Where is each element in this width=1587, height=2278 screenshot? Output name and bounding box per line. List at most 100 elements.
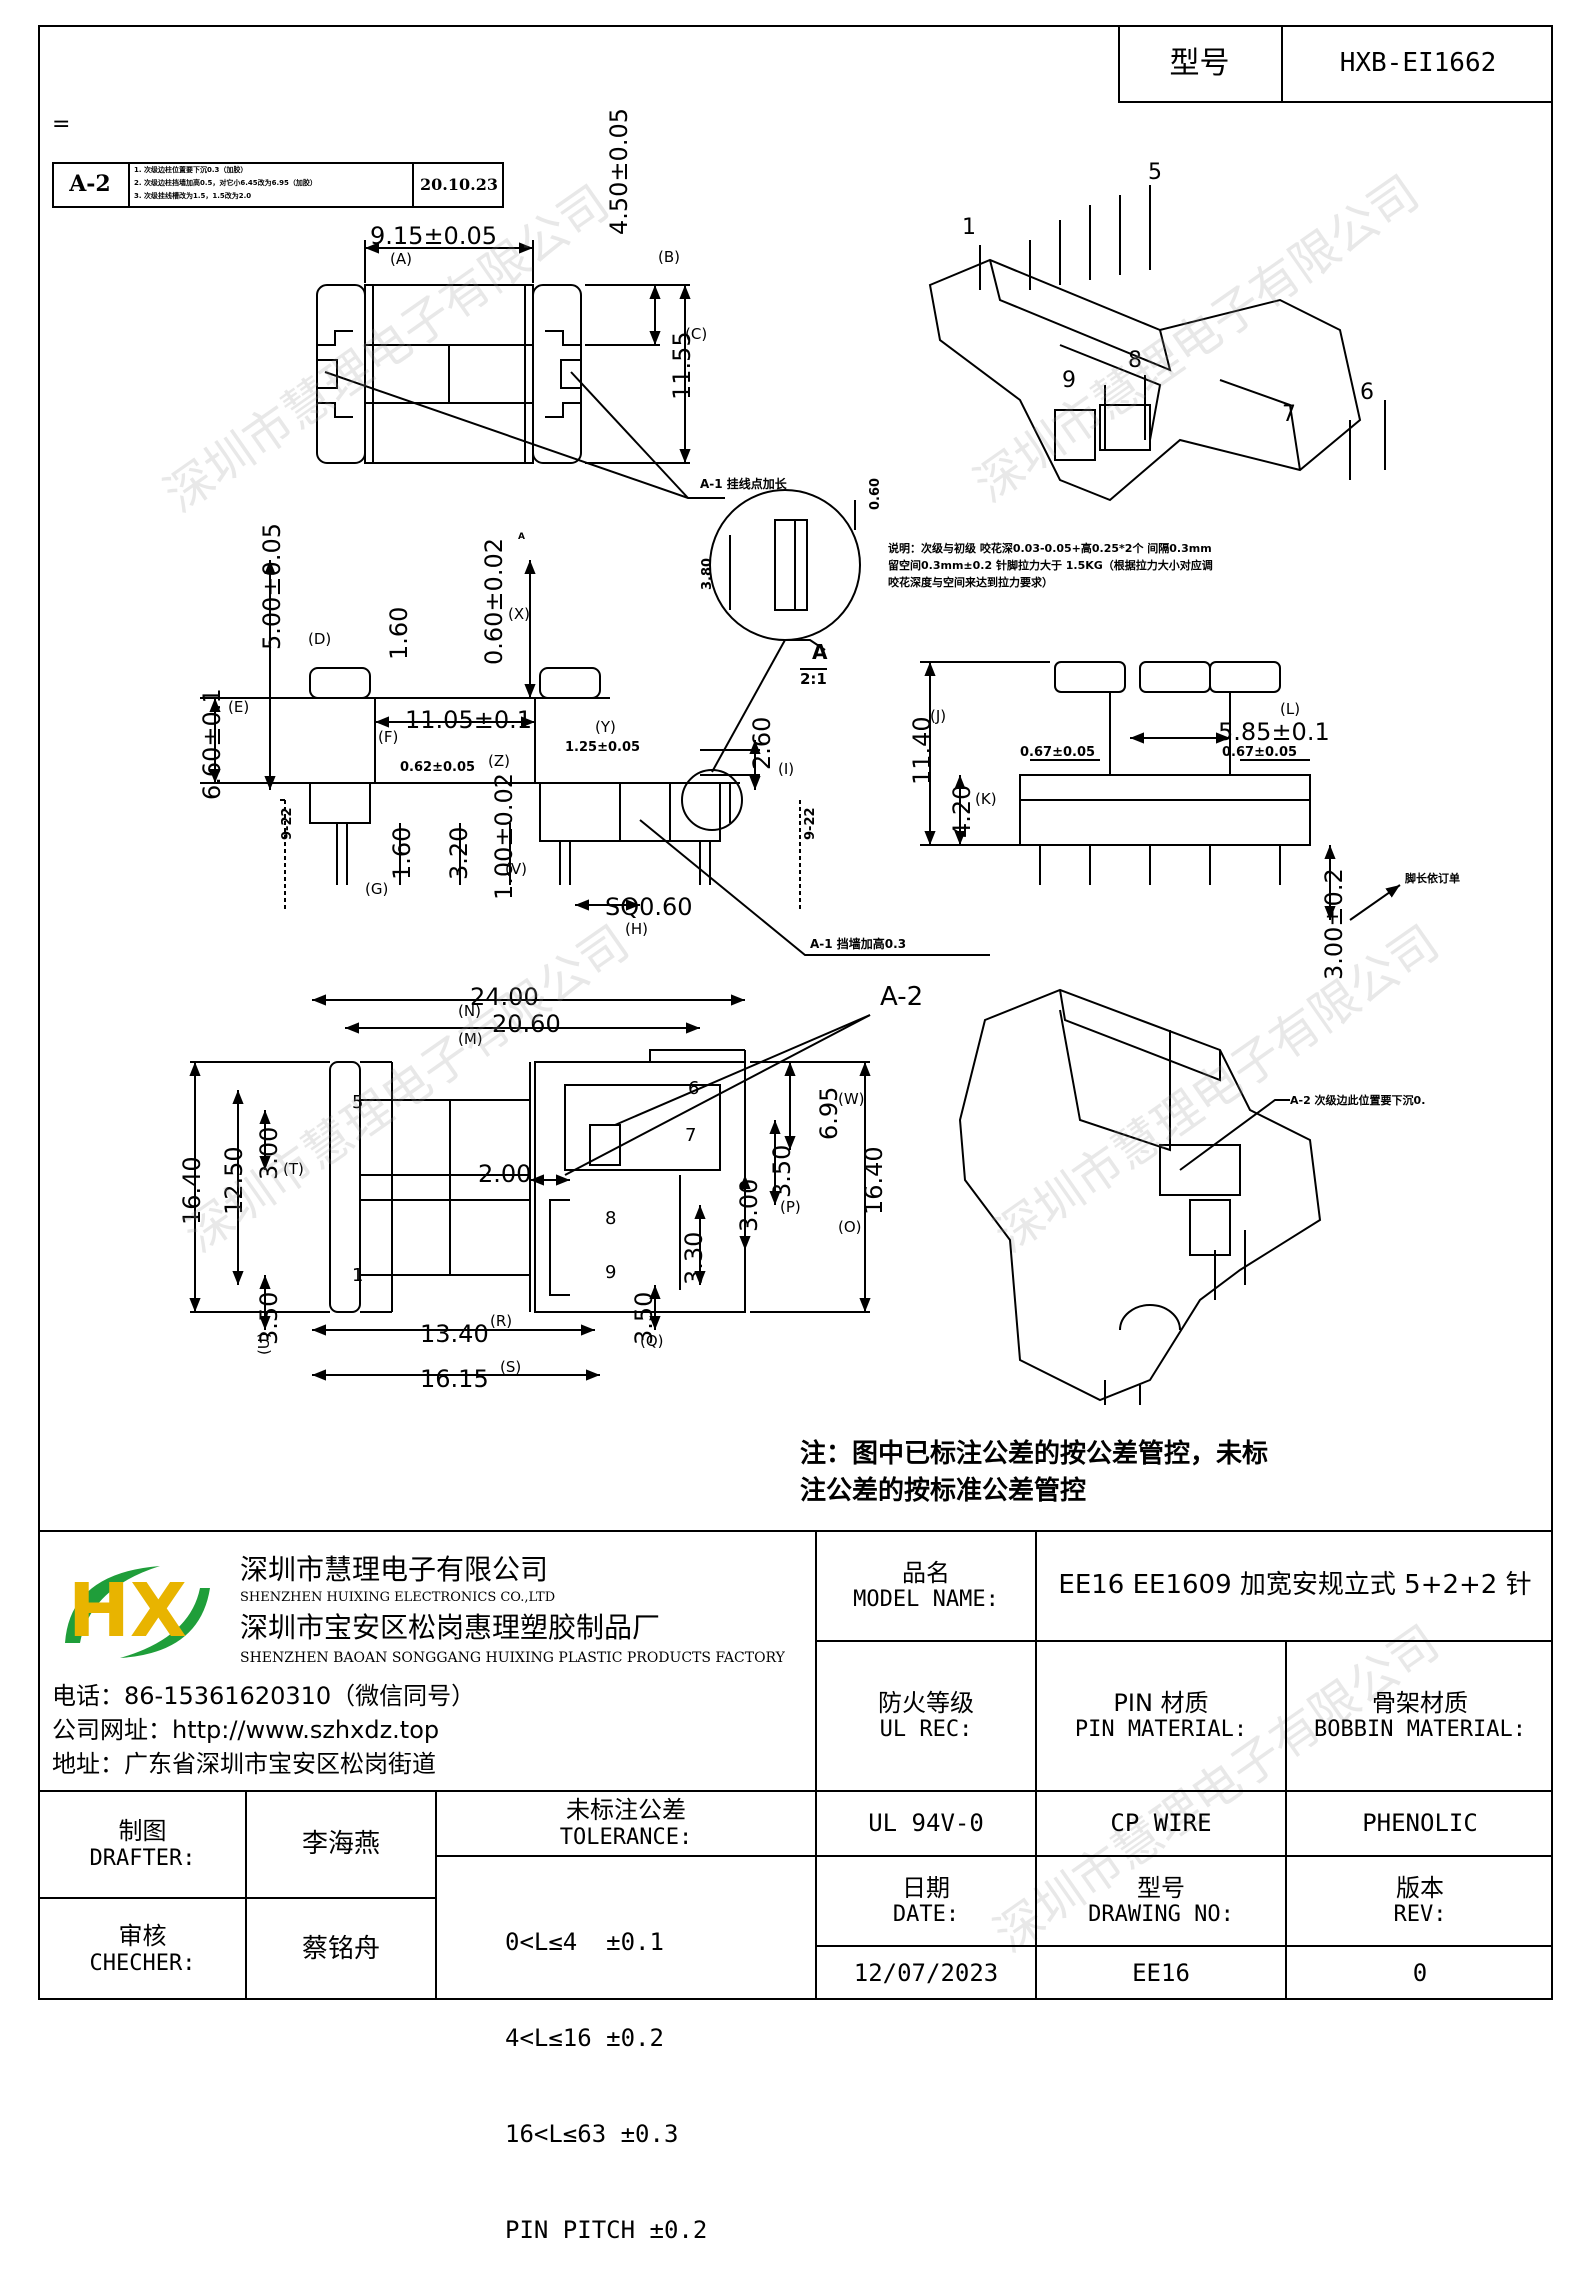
company-address: 地址：广东省深圳市宝安区松岗街道	[52, 1750, 436, 1778]
dim-letter: (Z)	[488, 752, 510, 770]
detail-a-label: A	[812, 640, 828, 664]
dim-label: 5.00±0.05	[258, 523, 286, 650]
dim-label: 6.60±0.1	[198, 688, 226, 800]
dim-letter: (V)	[505, 860, 527, 878]
checker-label: 审核 CHECHER:	[89, 1922, 196, 1976]
factory-name-cn: 深圳市宝安区松岗惠理塑胶制品厂	[240, 1611, 661, 1644]
dim-label: 3.30	[680, 1231, 708, 1285]
dim-letter: (P)	[780, 1198, 801, 1216]
header-model-box	[1118, 25, 1553, 103]
tolerance-row: 16<L≤63 ±0.3	[505, 2120, 679, 2148]
pin-number: 7	[685, 1125, 697, 1146]
drawing-no-label: 型号 DRAWING NO:	[1088, 1873, 1234, 1928]
dim-letter: (L)	[1280, 700, 1301, 718]
company-logo: HX	[50, 1548, 220, 1668]
model-name-label: 品名 MODEL NAME:	[853, 1558, 999, 1613]
pin-number: 5	[352, 1092, 364, 1113]
rev-label: 版本 REV:	[1393, 1873, 1447, 1928]
dim-label: 4.20	[948, 784, 976, 838]
dim-label: 1.60	[385, 606, 413, 660]
dim-label: 3.20	[445, 826, 473, 880]
dim-label: 9.15±0.05	[370, 222, 497, 250]
dim-label: 0.62±0.05	[400, 760, 476, 775]
dim-letter: (G)	[365, 880, 389, 898]
pin-number: 7	[1282, 402, 1296, 427]
dim-label: 0.60	[868, 477, 883, 510]
dim-label: 24.00	[470, 983, 539, 1011]
dim-letter: (Q)	[640, 1332, 664, 1350]
pin-number: 5	[1148, 160, 1162, 185]
revision-note: 3. 次级挂线槽改为1.5，1.5改为2.0	[134, 192, 252, 200]
side-view-bobbin	[920, 661, 1401, 921]
dim-letter: (I)	[778, 760, 795, 778]
dim-label: 16.15	[420, 1365, 489, 1393]
pin-number: 9	[605, 1262, 617, 1283]
company-name-cn: 深圳市慧理电子有限公司	[240, 1553, 549, 1586]
detail-note: 说明：次级与初级 咬花深0.03-0.05+高0.25*2个 间隔0.3mm 留…	[888, 542, 1213, 589]
bobbin-material-value: PHENOLIC	[1362, 1808, 1478, 1837]
company-phone: 电话：86-15361620310（微信同号）	[52, 1682, 476, 1710]
dim-letter: (A)	[390, 250, 412, 268]
callout-label: A	[518, 532, 525, 542]
pin-number: 8	[605, 1208, 617, 1229]
callout-label: 脚长依订单	[1405, 872, 1460, 885]
pin-number: 6	[688, 1078, 700, 1099]
iso-view-top	[928, 185, 1386, 502]
drawing-note: 注：图中已标注公差的按公差管控，未标	[800, 1439, 1269, 1469]
revision-note: 1. 次级边柱位置要下沉0.3（加胶）	[134, 166, 248, 174]
tolerance-row: 4<L≤16 ±0.2	[505, 2024, 664, 2052]
dim-label: 16.40	[860, 1146, 888, 1215]
pin-tag: 9-22	[803, 807, 818, 840]
dim-letter: (E)	[228, 698, 250, 716]
top-view-bobbin	[316, 240, 725, 499]
bobbin-material-label: 骨架材质 BOBBIN MATERIAL:	[1314, 1688, 1526, 1743]
dim-label: SQ0.60	[605, 893, 693, 921]
pin-tag: 9-22	[280, 807, 295, 840]
tolerance-row: PIN PITCH ±0.2	[505, 2216, 708, 2244]
callout-label: A-2 次级边此位置要下沉0.	[1290, 1094, 1426, 1107]
logo-text: HX	[68, 1568, 187, 1654]
pin-number: 1	[352, 1265, 364, 1286]
drafter-name: 李海燕	[301, 1828, 380, 1859]
detail-a-circle	[709, 489, 861, 773]
tolerance-table: 0<L≤4 ±0.1 4<L≤16 ±0.2 16<L≤63 ±0.3 PIN …	[505, 1862, 707, 2278]
dim-label: 0.67±0.05	[1222, 745, 1298, 760]
dim-label: 5.85±0.1	[1218, 718, 1330, 746]
dim-letter: (C)	[685, 325, 708, 343]
dim-label: 13.40	[420, 1320, 489, 1348]
dim-letter: (S)	[500, 1358, 522, 1376]
technical-drawing	[189, 185, 1401, 1405]
dim-letter: (X)	[508, 605, 530, 623]
drafter-label: 制图 DRAFTER:	[89, 1817, 196, 1871]
dim-letter: (T)	[283, 1160, 304, 1178]
dim-letter: (W)	[838, 1090, 865, 1108]
dim-label: 0.67±0.05	[1020, 745, 1096, 760]
callout-a2: A-2	[880, 982, 924, 1012]
detail-scale: 2:1	[800, 668, 827, 688]
dim-letter: (B)	[658, 248, 680, 266]
header-model-value: HXB-EI1662	[1339, 48, 1497, 79]
tolerance-row: 0<L≤4 ±0.1	[505, 1928, 664, 1956]
revision-notes: 1. 次级边柱位置要下沉0.3（加胶） 2. 次级边柱挡墙加高0.5，对它小6.…	[134, 164, 409, 203]
dim-label: 4.50±0.05	[605, 108, 633, 235]
dim-label: 3.00	[255, 1126, 283, 1180]
dim-letter: (K)	[975, 790, 997, 808]
factory-name-en: SHENZHEN BAOAN SONGGANG HUIXING PLASTIC …	[240, 1650, 785, 1666]
dim-label: 2.60	[748, 716, 776, 770]
bottom-view-bobbin	[189, 994, 871, 1381]
tolerance-label: 未标注公差 TOLERANCE:	[559, 1796, 693, 1850]
pin-number: 6	[1360, 380, 1374, 405]
pin-material-value: CP WIRE	[1110, 1808, 1212, 1837]
dim-label: 11.05±0.1	[405, 706, 532, 734]
dim-label: 12.50	[220, 1146, 248, 1215]
dim-label: 3.00	[735, 1178, 763, 1232]
rev-value: 0	[1412, 1958, 1428, 1987]
dim-letter: (J)	[930, 707, 947, 725]
front-view-bobbin	[200, 560, 990, 956]
date-value: 12/07/2023	[853, 1958, 999, 1987]
company-name-en: SHENZHEN HUIXING ELECTRONICS CO.,LTD	[240, 1590, 556, 1605]
dim-letter: (Y)	[595, 718, 616, 736]
dim-label: 1.60	[388, 826, 416, 880]
pin-number: 9	[1062, 368, 1076, 393]
dim-letter: (D)	[308, 630, 332, 648]
